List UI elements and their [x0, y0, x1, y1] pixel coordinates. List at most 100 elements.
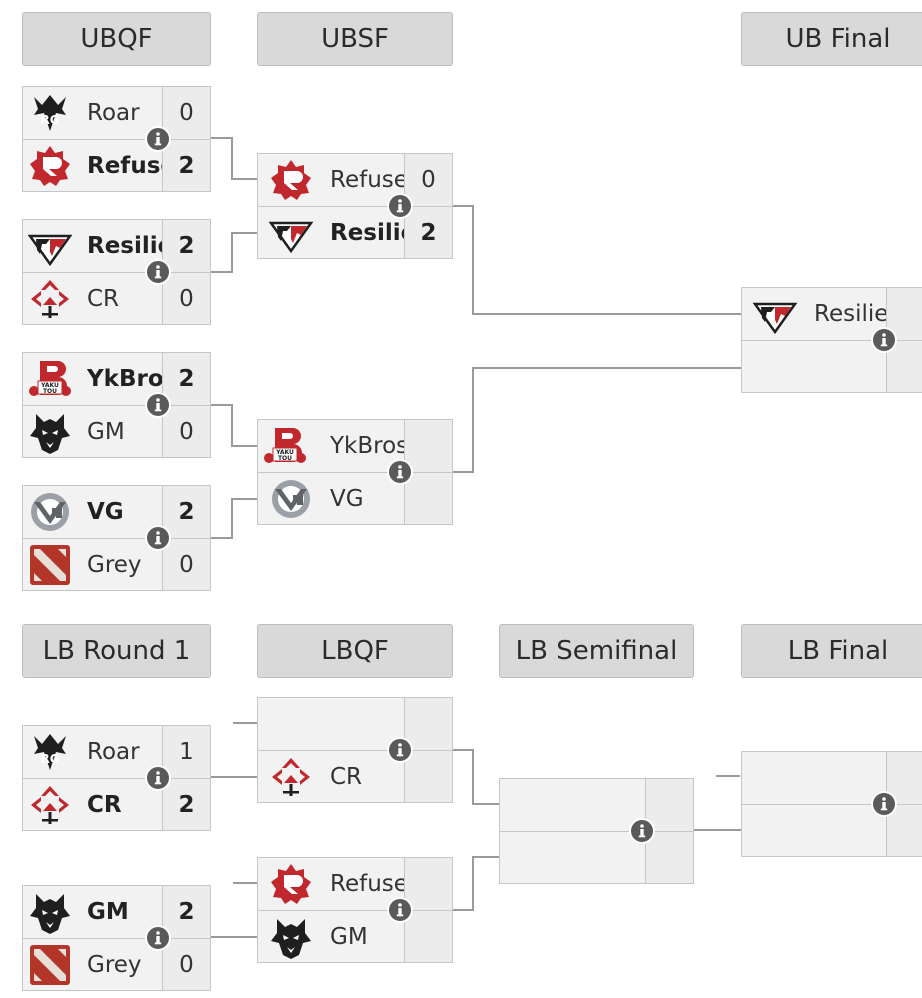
connector-ubqf3-ubsf2	[211, 404, 258, 447]
connector-stub-lbqf1	[233, 722, 257, 724]
dota-logo-icon	[27, 543, 73, 587]
info-icon[interactable]	[145, 525, 171, 551]
svg-text:RG: RG	[40, 752, 59, 766]
cr-logo-icon	[268, 755, 314, 799]
team-name: YkBros	[330, 433, 404, 459]
info-icon[interactable]	[145, 259, 171, 285]
connector-ubsf2-ubf	[453, 367, 741, 473]
resilience-logo-icon	[748, 292, 802, 336]
team-row-gm[interactable]: GM 2	[23, 886, 210, 939]
info-icon[interactable]	[145, 765, 171, 791]
team-row-gm[interactable]: GM 0	[23, 406, 210, 457]
refuse-logo-icon	[268, 158, 314, 202]
round-header-ubsf: UBSF	[257, 12, 453, 66]
team-name: CR	[87, 286, 120, 312]
info-icon[interactable]	[387, 193, 413, 219]
team-score	[645, 779, 693, 831]
info-icon[interactable]	[145, 126, 171, 152]
team-row-roar[interactable]: RG Roar 0	[23, 87, 210, 140]
info-icon[interactable]	[871, 327, 897, 353]
team-row-gm[interactable]: GM	[258, 911, 452, 962]
team-score: 2	[162, 220, 210, 272]
team-row-cr[interactable]: CR 2	[23, 779, 210, 830]
rg-logo-icon: RG	[27, 730, 73, 774]
team-row-resilience[interactable]: Resilience	[742, 288, 922, 341]
info-icon[interactable]	[387, 737, 413, 763]
team-score: 0	[162, 87, 210, 139]
svg-text:RG: RG	[40, 113, 59, 127]
info-icon[interactable]	[145, 392, 171, 418]
match-lbqf-1: CR	[257, 697, 453, 803]
team-row-resilience[interactable]: Resilience 2	[258, 207, 452, 258]
info-icon[interactable]	[871, 791, 897, 817]
team-row-grey[interactable]: Grey 0	[23, 939, 210, 990]
team-name: GM	[87, 899, 129, 925]
team-row-empty[interactable]	[500, 779, 693, 832]
svg-text:TOU: TOU	[278, 455, 292, 462]
team-name: Grey	[87, 952, 142, 978]
info-icon[interactable]	[629, 818, 655, 844]
svg-text:YAKU: YAKU	[275, 449, 294, 456]
team-row-cr[interactable]: CR	[258, 751, 452, 802]
team-row-empty[interactable]	[500, 832, 693, 883]
team-row-empty[interactable]	[258, 698, 452, 751]
team-name: GM	[87, 419, 125, 445]
team-name: Resilience	[814, 301, 886, 327]
team-score: 2	[162, 486, 210, 538]
team-row-roar[interactable]: RG Roar 1	[23, 726, 210, 779]
cr-logo-icon	[27, 277, 73, 321]
team-row-vg[interactable]: VG	[258, 473, 452, 524]
gm-logo-icon	[27, 410, 73, 454]
info-icon[interactable]	[387, 459, 413, 485]
connector-ubqf2-ubsf1	[211, 232, 258, 273]
team-name: CR	[330, 764, 363, 790]
svg-text:TOU: TOU	[43, 388, 57, 395]
round-header-ubqf: UBQF	[22, 12, 211, 66]
match-lb-semifinal	[499, 778, 694, 884]
team-name: YkBros	[87, 366, 162, 392]
round-header-lb-final: LB Final	[741, 624, 922, 678]
vg-logo-icon	[27, 490, 73, 534]
team-score	[645, 832, 693, 883]
team-row-refuse[interactable]: Refuse 0	[258, 154, 452, 207]
team-row-grey[interactable]: Grey 0	[23, 539, 210, 590]
team-row-empty[interactable]	[742, 805, 922, 856]
team-row-refuse[interactable]: Refuse	[258, 858, 452, 911]
match-ubsf-1: Refuse 0 Resilience 2	[257, 153, 453, 259]
team-row-cr[interactable]: CR 0	[23, 273, 210, 324]
match-lbqf-2: Refuse GM	[257, 857, 453, 963]
team-row-resilience[interactable]: Resilience 2	[23, 220, 210, 273]
connector-ubsf1-ubf	[453, 205, 741, 315]
resilience-logo-icon	[268, 211, 314, 255]
connector-lbqf1-lbsf	[453, 749, 499, 805]
team-name: CR	[87, 792, 122, 818]
team-name: Roar	[87, 739, 140, 765]
team-name: Resilience	[87, 233, 162, 259]
team-name: VG	[330, 486, 364, 512]
info-icon[interactable]	[387, 897, 413, 923]
team-row-vg[interactable]: VG 2	[23, 486, 210, 539]
team-score: 0	[162, 939, 210, 990]
vg-logo-icon	[268, 477, 314, 521]
team-score: 0	[162, 539, 210, 590]
team-row-empty[interactable]	[742, 341, 922, 392]
team-name: Grey	[87, 552, 142, 578]
refuse-logo-icon	[27, 144, 73, 188]
round-header-lbqf: LBQF	[257, 624, 453, 678]
team-name: Refuse	[330, 167, 404, 193]
team-name: Roar	[87, 100, 140, 126]
team-row-refuse[interactable]: Refuse 2	[23, 140, 210, 191]
team-score	[404, 698, 452, 750]
team-name: Refuse	[330, 871, 404, 897]
gm-logo-icon	[27, 890, 73, 934]
team-score: 1	[162, 726, 210, 778]
team-name: Resilience	[330, 220, 404, 246]
info-icon[interactable]	[145, 925, 171, 951]
team-score	[404, 420, 452, 472]
team-score: 2	[162, 779, 210, 830]
